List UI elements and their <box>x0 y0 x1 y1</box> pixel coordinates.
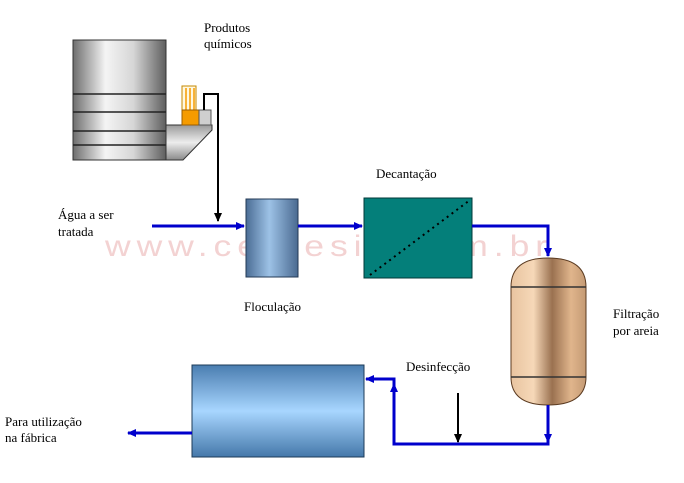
output-label-line1: Para utilização <box>5 414 82 429</box>
sand-filter <box>510 257 587 406</box>
filtration-label-line1: Filtração <box>613 306 659 321</box>
chemicals-label-line1: Produtos <box>204 20 250 35</box>
filtration-label-line2: por areia <box>613 323 659 338</box>
water-in-label-line2: tratada <box>58 224 94 239</box>
flocculation-label: Floculação <box>244 299 301 314</box>
decantation-label: Decantação <box>376 166 437 181</box>
output-label-line2: na fábrica <box>5 430 57 445</box>
flocculation-tank <box>245 198 299 278</box>
chemical-silo <box>72 39 213 161</box>
disinfection-label: Desinfecção <box>406 359 470 374</box>
decant-to-filter-arrow <box>472 224 552 257</box>
storage-tank <box>191 364 365 458</box>
chemicals-label-line2: químicos <box>204 36 252 51</box>
chemical-feed-arrow <box>203 93 222 222</box>
water-in-label-line1: Água a ser <box>58 207 114 222</box>
watermark: www.cervesia.com.br <box>104 230 553 263</box>
